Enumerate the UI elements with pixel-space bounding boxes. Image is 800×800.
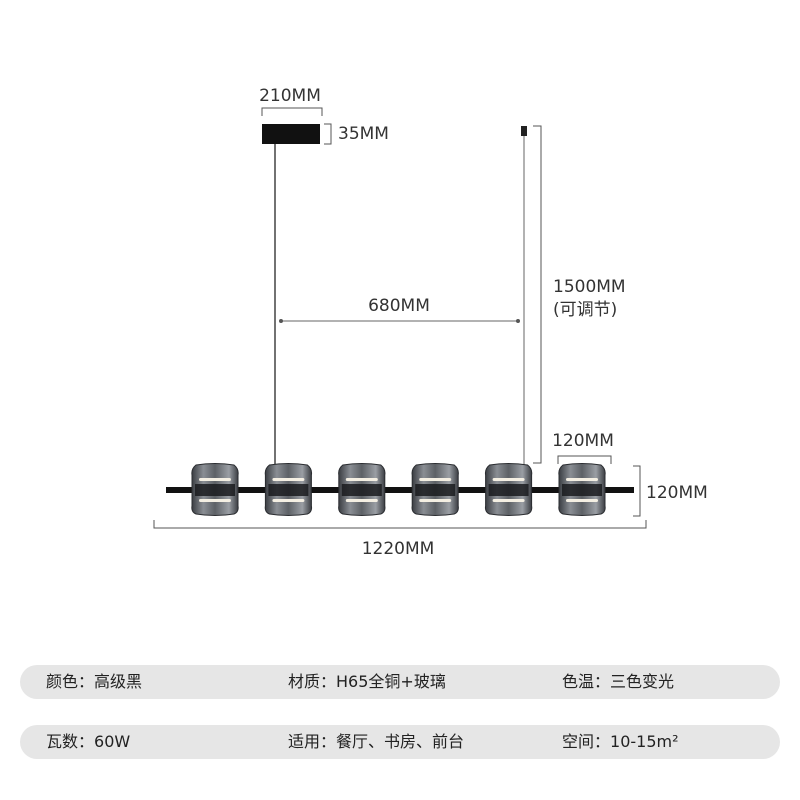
glass-shade xyxy=(484,463,533,516)
spec-color-label: 颜色： xyxy=(46,672,95,691)
spec-material-label: 材质： xyxy=(288,672,337,691)
canopy-height-bracket xyxy=(324,123,332,145)
glass-shade xyxy=(411,463,459,516)
shade-width-label: 120MM xyxy=(552,431,614,451)
wire-anchor xyxy=(521,126,527,136)
canopy-width-label: 210MM xyxy=(259,86,321,106)
canopy-width-bracket xyxy=(261,107,323,116)
spec-wattage-value: 60W xyxy=(94,732,131,751)
spec-color-temperature-label: 色温： xyxy=(562,672,611,691)
glass-shade xyxy=(264,463,313,516)
spec-space: 空间：10-15m² xyxy=(562,725,679,759)
glass-shades xyxy=(191,463,606,516)
spec-application: 适用：餐厅、书房、前台 xyxy=(288,725,464,759)
wire-spacing-dot-left xyxy=(279,319,283,323)
shade-width-bracket xyxy=(557,455,612,464)
canopy-height-label: 35MM xyxy=(338,124,389,144)
spec-bar-row-2: 瓦数：60W 适用：餐厅、书房、前台 空间：10-15m² xyxy=(20,725,780,759)
shade-height-label: 120MM xyxy=(646,483,708,503)
spec-wattage-label: 瓦数： xyxy=(46,732,95,751)
spec-color: 颜色：高级黑 xyxy=(46,665,142,699)
glass-shade xyxy=(558,463,606,516)
spec-bar-row-1: 颜色：高级黑 材质：H65全铜+玻璃 色温：三色变光 xyxy=(20,665,780,699)
lamp-dimension-diagram: 210MM 35MM 680MM 1500MM (可调节) 120MM 120M… xyxy=(153,86,708,559)
glass-shade xyxy=(338,463,386,516)
spec-material: 材质：H65全铜+玻璃 xyxy=(288,665,446,699)
spec-application-value: 餐厅、书房、前台 xyxy=(336,732,465,751)
light-bar xyxy=(166,487,634,493)
spec-wattage: 瓦数：60W xyxy=(46,725,130,759)
spec-color-value: 高级黑 xyxy=(94,672,143,691)
glass-shade xyxy=(191,463,239,516)
spec-color-temperature-value: 三色变光 xyxy=(610,672,675,691)
spec-color-temperature: 色温：三色变光 xyxy=(562,665,674,699)
ceiling-canopy xyxy=(262,124,320,144)
spec-space-label: 空间： xyxy=(562,732,611,751)
wire-spacing-dot-right xyxy=(516,319,520,323)
spec-space-value: 10-15m² xyxy=(610,732,679,751)
suspension-adjustable-note: (可调节) xyxy=(553,300,617,320)
total-length-bracket xyxy=(153,520,647,529)
wire-spacing-label: 680MM xyxy=(368,296,430,316)
spec-application-label: 适用： xyxy=(288,732,337,751)
shade-height-bracket xyxy=(633,465,641,517)
suspension-length-bracket xyxy=(533,125,542,464)
suspension-length-label: 1500MM xyxy=(553,277,626,297)
spec-material-value: H65全铜+玻璃 xyxy=(336,672,446,691)
total-length-label: 1220MM xyxy=(362,539,435,559)
